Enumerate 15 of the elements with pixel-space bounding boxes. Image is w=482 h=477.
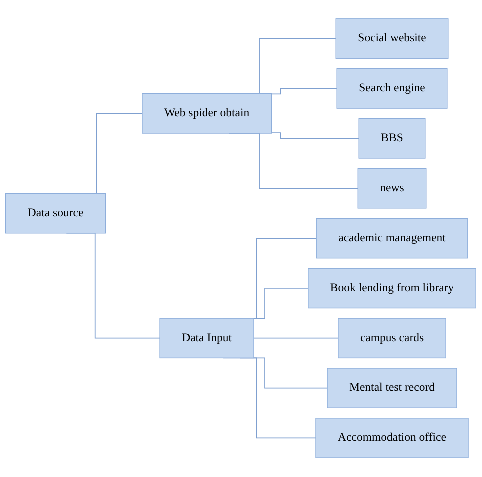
node-box: Mental test record (327, 368, 458, 408)
node-box: Book lending from library (308, 268, 476, 309)
node-box: academic management (316, 218, 468, 259)
node-box: campus cards (338, 318, 446, 359)
node-box: BBS (358, 118, 426, 159)
node-box: Search engine (336, 68, 448, 109)
connector (254, 338, 339, 339)
node-box: Accommodation office (316, 418, 469, 458)
node-box: Web spider obtain (142, 93, 272, 134)
node-box: Data source (6, 193, 106, 234)
node-box: news (358, 168, 427, 209)
node-box: Social website (336, 18, 449, 59)
connector (271, 132, 360, 140)
connector (271, 88, 338, 95)
node-box: Data Input (160, 318, 254, 359)
